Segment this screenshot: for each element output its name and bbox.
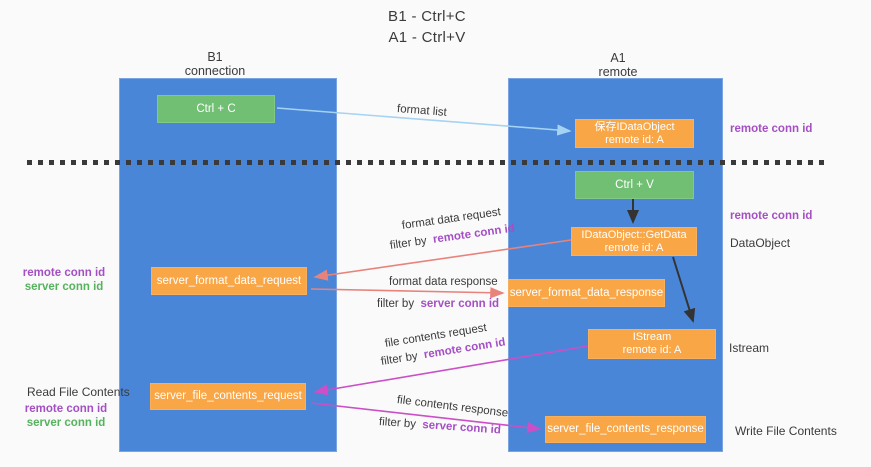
filter-key-server-conn-id: server conn id [420, 298, 500, 310]
lane-header-a1: A1 remote [558, 51, 678, 79]
node-server-format-data-response: server_format_data_response [508, 279, 665, 307]
edge-label-format-list: format list [396, 103, 448, 119]
label-dataobject: DataObject [730, 236, 791, 250]
node-getdata-line2: remote id: A [604, 241, 664, 254]
node-server-file-contents-response: server_file_contents_response [545, 416, 706, 443]
label-read-file-contents: Read File Contents [27, 385, 130, 399]
edge-label-format-data-response: format data response [389, 276, 498, 288]
lane-b1-subtitle: connection [184, 63, 246, 78]
node-istream-line2: remote id: A [622, 344, 682, 356]
left-server-conn-id-2: server conn id [26, 417, 106, 429]
lane-a1-title: A1 [610, 51, 626, 65]
lane-header-b1: B1 connection [155, 50, 275, 78]
lane-a1-subtitle: remote [598, 64, 638, 79]
diagram-title-line2: A1 - Ctrl+V [388, 29, 466, 46]
label-write-file-contents: Write File Contents [735, 424, 837, 438]
filter-prefix: filter by [389, 234, 431, 252]
left-conn-id-labels-format: remote conn id server conn id [20, 266, 108, 294]
filter-key-server-conn-id: server conn id [421, 419, 502, 437]
node-server-format-data-request: server_format_data_request [151, 267, 307, 295]
arrow-format-data-response [310, 287, 505, 299]
phase-separator-dashed-line [27, 160, 830, 165]
node-save-idataobject: 保存IDataObject remote id: A [575, 119, 694, 148]
filter-prefix: filter by [377, 298, 418, 310]
left-remote-conn-id-2: remote conn id [24, 403, 108, 415]
edge-label-file-contents-response: file contents response [396, 394, 509, 420]
label-istream: Istream [729, 341, 770, 355]
edge-label-filter-server-1: filter by server conn id [377, 298, 499, 310]
right-remote-conn-id-2: remote conn id [730, 210, 813, 222]
node-ctrl-v: Ctrl + V [575, 171, 694, 199]
left-conn-id-labels-file: remote conn id server conn id [20, 402, 112, 430]
node-getdata-line1: IDataObject::GetData [581, 228, 687, 241]
filter-prefix: filter by [378, 416, 420, 431]
node-istream: IStream remote id: A [588, 329, 716, 359]
lane-b1-title: B1 [207, 50, 223, 64]
filter-prefix: filter by [380, 349, 422, 368]
node-save-idataobject-line2: remote id: A [605, 133, 664, 146]
left-remote-conn-id-1: remote conn id [22, 267, 106, 279]
node-save-idataobject-line1: 保存IDataObject [594, 120, 675, 133]
diagram-title-line1: B1 - Ctrl+C [388, 8, 466, 25]
node-ctrl-c: Ctrl + C [157, 95, 275, 123]
node-server-file-contents-request: server_file_contents_request [150, 383, 306, 410]
right-remote-conn-id-1: remote conn id [730, 123, 813, 135]
left-server-conn-id-1: server conn id [24, 281, 104, 293]
edge-label-filter-server-2: filter by server conn id [379, 416, 502, 436]
node-istream-line1: IStream [632, 331, 672, 343]
node-idataobject-getdata: IDataObject::GetData remote id: A [571, 227, 697, 256]
